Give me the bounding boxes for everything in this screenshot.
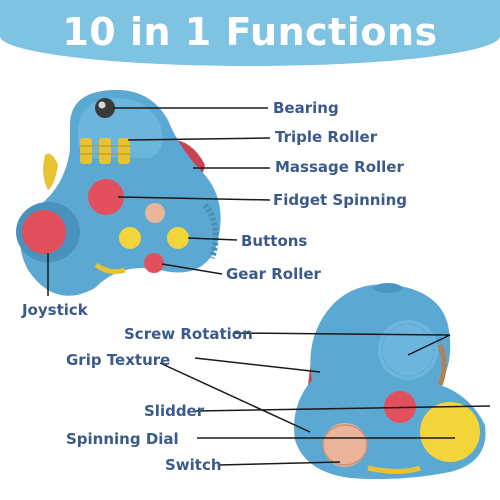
- label-buttons: Buttons: [241, 232, 308, 250]
- speaker-texture: [378, 320, 438, 380]
- label-bearing: Bearing: [273, 99, 339, 117]
- yellow-dial: [420, 402, 480, 462]
- page-title: 10 in 1 Functions: [62, 10, 438, 54]
- connector-lines-bottom: [159, 332, 491, 466]
- label-gear-roller: Gear Roller: [226, 265, 321, 283]
- fidget-spin-button: [88, 179, 124, 215]
- label-triple-roller: Triple Roller: [275, 128, 378, 146]
- fidget-cube-front: [16, 89, 221, 296]
- fidget-cube-back: [294, 283, 486, 480]
- bearing-ball: [95, 98, 115, 118]
- label-screw-rotation: Screw Rotation: [124, 325, 253, 343]
- label-switch: Switch: [165, 456, 222, 474]
- label-joystick: Joystick: [22, 301, 88, 319]
- label-grip-texture: Grip Texture: [66, 351, 171, 369]
- label-fidget-spinning: Fidget Spinning: [273, 191, 408, 209]
- yellow-button-left: [119, 227, 141, 249]
- spinning-dial-part: [323, 423, 367, 467]
- yellow-button-right: [167, 227, 189, 249]
- label-slidder: Slidder: [144, 402, 205, 420]
- joystick-knob: [22, 210, 66, 254]
- header-banner: [0, 0, 500, 66]
- label-spinning-dial: Spinning Dial: [66, 430, 179, 448]
- label-massage-roller: Massage Roller: [275, 158, 404, 176]
- screw-rotation-part: [374, 283, 402, 293]
- gear-roller-part: [144, 253, 164, 273]
- connector-lines-top: [47, 107, 271, 296]
- peach-button: [145, 203, 165, 223]
- triple-roller-part: [80, 138, 130, 164]
